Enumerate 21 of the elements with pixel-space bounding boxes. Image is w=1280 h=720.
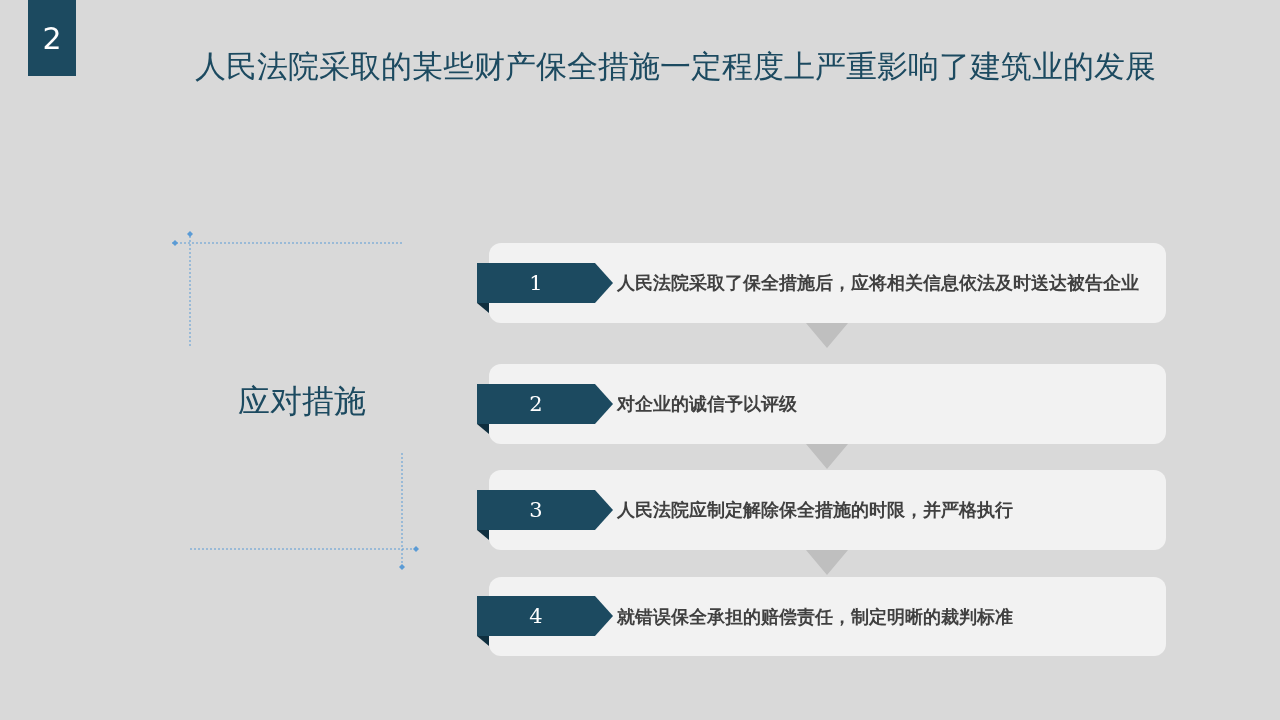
step-number: 4 [528, 603, 544, 630]
step-text: 人民法院应制定解除保全措施的时限，并严格执行 [617, 498, 1014, 522]
step-card [489, 364, 1166, 444]
chevron-arrow [806, 444, 848, 470]
step-card [489, 577, 1166, 656]
number-tab [477, 490, 613, 540]
section-number-badge: 2 [28, 0, 76, 76]
step-number: 1 [528, 270, 544, 297]
step-text: 就错误保全承担的赔偿责任，制定明晰的裁判标准 [617, 604, 1014, 629]
step-card [489, 243, 1166, 323]
number-tab [477, 596, 613, 646]
section-heading: 应对措施 [238, 381, 366, 422]
step-number: 3 [528, 497, 544, 524]
number-tab [477, 263, 613, 313]
step-card [489, 470, 1166, 550]
chevron-arrow [806, 550, 848, 577]
slide-title: 人民法院采取的某些财产保全措施一定程度上严重影响了建筑业的发展 [195, 47, 1156, 86]
step-number: 2 [528, 391, 544, 418]
step-text: 对企业的诚信予以评级 [617, 392, 798, 416]
step-text: 人民法院采取了保全措施后，应将相关信息依法及时送达被告企业 [617, 271, 1140, 295]
number-tab [477, 384, 613, 434]
